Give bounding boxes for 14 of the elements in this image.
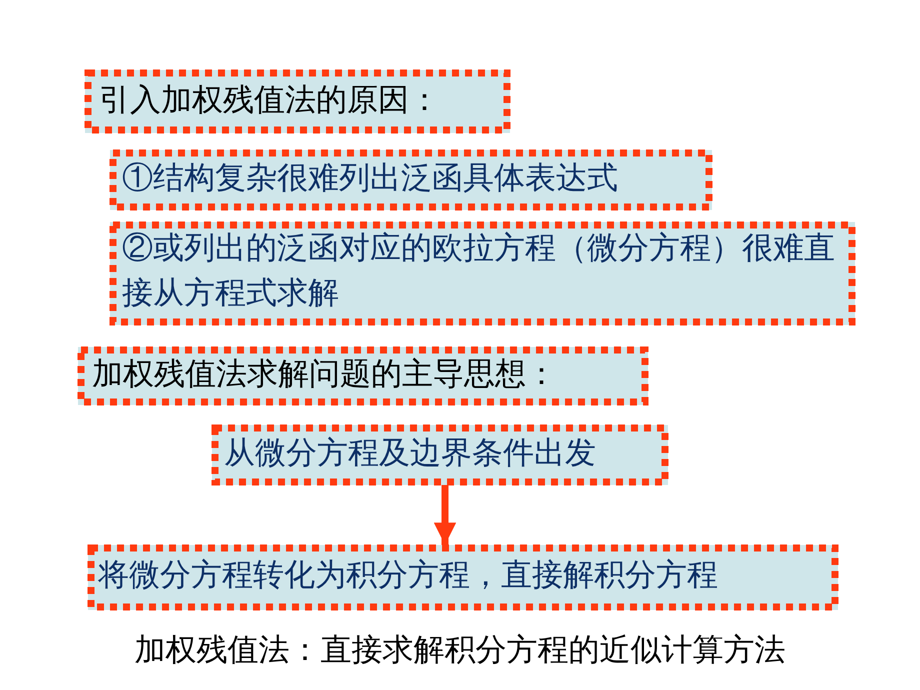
- heading-text: 引入加权残值法的原因：: [99, 81, 441, 120]
- text-box: [85, 70, 510, 133]
- text-box: [78, 347, 648, 405]
- text-box: [110, 222, 855, 325]
- summary-text: 加权残值法：直接求解积分方程的近似计算方法: [134, 631, 786, 670]
- item-text: 从微分方程及边界条件出发: [224, 434, 597, 473]
- item-text: ①结构复杂很难列出泛函具体表达式: [122, 159, 619, 198]
- arrow: [434, 485, 456, 545]
- text-box: [88, 545, 838, 610]
- heading-text: 加权残值法求解问题的主导思想：: [92, 355, 558, 394]
- text-box: [212, 425, 668, 485]
- item-text: 将微分方程转化为积分方程，直接解积分方程: [98, 556, 719, 595]
- item-text: ②或列出的泛函对应的欧拉方程（微分方程）很难直接从方程式求解: [122, 229, 836, 313]
- text-box: [110, 150, 712, 210]
